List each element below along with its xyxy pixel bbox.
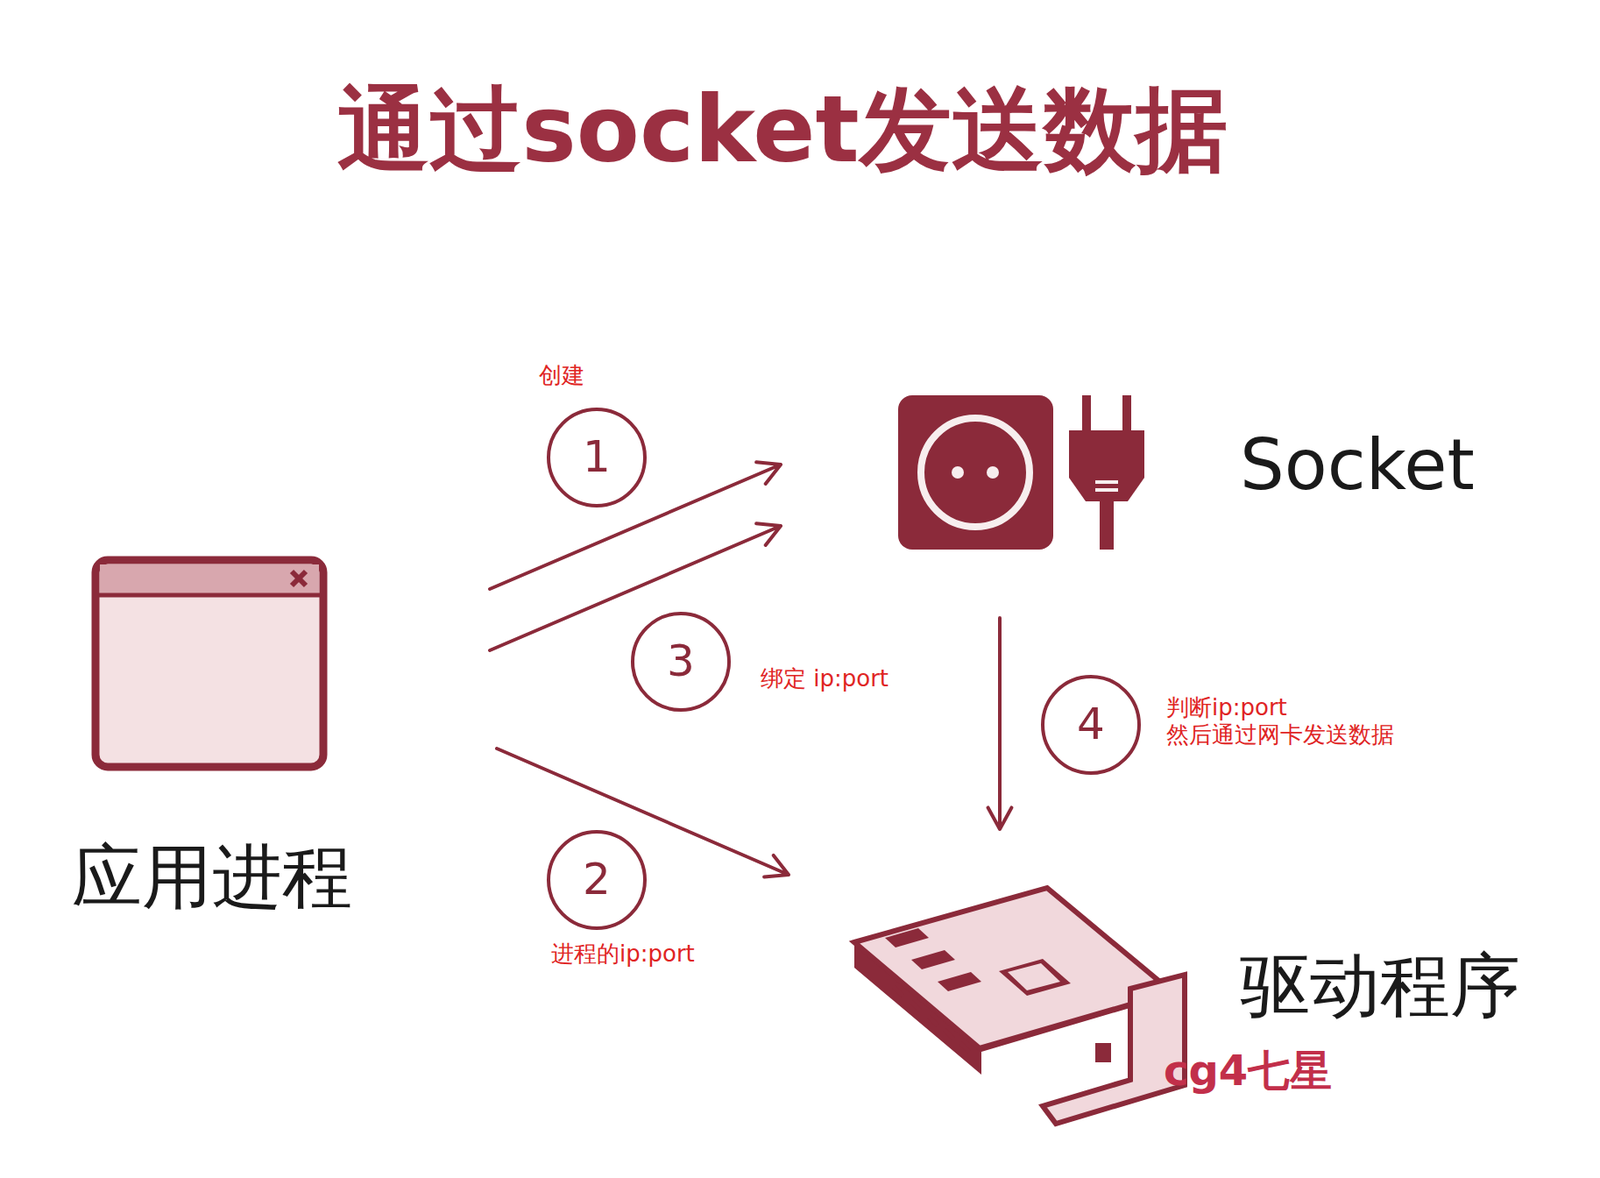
arrow-connector <box>489 461 781 589</box>
annotation: 绑定 ip:port <box>760 665 889 693</box>
callout-circle <box>548 409 645 506</box>
card-contacts <box>893 986 970 1052</box>
card-pad <box>884 927 929 948</box>
arrow-connector <box>489 523 781 651</box>
arrow-line <box>496 748 789 878</box>
socket-node: Socket <box>898 395 1146 550</box>
driver-node: 驱动程序 <box>851 887 1184 1123</box>
watermark: cg4七星 <box>1163 1046 1332 1095</box>
annotation: 进程的ip:port <box>551 941 695 968</box>
socket-icon <box>898 395 1054 550</box>
arrow-line <box>988 617 1013 829</box>
card-pad <box>911 949 956 970</box>
card-board <box>854 887 1173 1048</box>
plug-prong <box>1122 395 1132 432</box>
window-divider <box>99 593 320 598</box>
outlet-ring <box>920 417 1030 527</box>
node-label: 驱动程序 <box>1239 947 1521 1025</box>
arrow-line <box>489 461 781 589</box>
card-port <box>1095 1042 1112 1062</box>
card-pad <box>937 971 982 992</box>
callout-circle <box>548 831 645 928</box>
arrow-line <box>489 523 781 651</box>
window-close <box>291 571 306 586</box>
arrow-connector <box>496 748 789 878</box>
plug-grip <box>1095 488 1119 492</box>
callout-number: 2 <box>582 854 611 906</box>
window-titlebar <box>99 564 319 594</box>
window-frame <box>95 559 324 767</box>
app-process-node: 应用进程 <box>92 556 327 771</box>
plug-body <box>1069 430 1145 502</box>
annotation: 创建 <box>538 362 585 390</box>
card-bracket <box>1042 974 1185 1124</box>
node-label: 应用进程 <box>71 838 353 916</box>
outlet-hole <box>951 466 964 479</box>
plug-cord <box>1099 499 1114 550</box>
callout-number: 1 <box>582 431 611 483</box>
callout-number: 4 <box>1076 699 1105 751</box>
diagram-title: 通过socket发送数据 <box>0 77 1600 184</box>
window-close <box>291 571 306 586</box>
annotation: 然后通过网卡发送数据 <box>1166 722 1395 749</box>
plug-icon <box>1069 395 1145 550</box>
window-icon <box>95 559 324 767</box>
network-card-icon <box>854 887 1185 1124</box>
callout-circle <box>632 613 730 710</box>
arrow-connector <box>988 617 1013 829</box>
node-label: Socket <box>1239 426 1475 504</box>
outlet-plate <box>898 395 1054 550</box>
callout-circle <box>1042 676 1140 773</box>
card-chip <box>998 958 1071 996</box>
card-chip-face <box>1007 962 1061 991</box>
outlet-hole <box>986 466 999 479</box>
callout-number: 3 <box>666 636 695 687</box>
annotation: 判断ip:port <box>1166 694 1288 722</box>
plug-prong <box>1082 395 1091 432</box>
plug-grip <box>1095 480 1119 484</box>
